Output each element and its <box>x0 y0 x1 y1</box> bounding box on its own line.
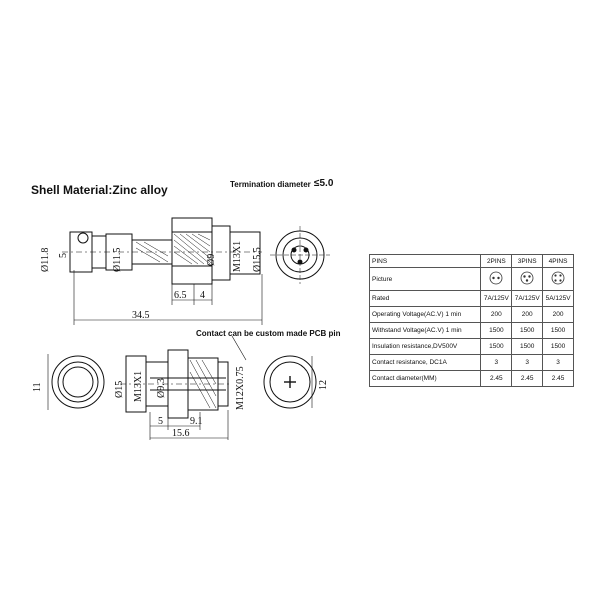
pins-header: PINS <box>368 254 482 268</box>
termination-diameter-value: ≤5.0 <box>314 178 334 189</box>
dim-top-d11-5: Ø11.5 <box>112 248 123 272</box>
dim-bot-d15: Ø15 <box>114 381 125 398</box>
dim-top-5: 5 <box>58 253 69 258</box>
dim-top-d11-8: Ø11.8 <box>40 248 51 272</box>
table-header-row: PINS 2PINS 3PINS 4PINS <box>368 254 574 268</box>
table-row: Operating Voltage(AC.V) 1 min 200 200 20… <box>368 306 574 323</box>
dim-bot-5: 5 <box>158 416 163 427</box>
dim-bot-15-6: 15.6 <box>172 428 190 439</box>
col-2pins: 2PINS <box>480 254 513 268</box>
dim-bot-d9-3: Ø9.3 <box>156 378 167 398</box>
table-row: Withstand Voltage(AC.V) 1 min 1500 1500 … <box>368 322 574 339</box>
dim-top-d15-5: Ø15.5 <box>252 247 263 272</box>
pcb-pin-note: Contact can be custom made PCB pin <box>196 329 341 338</box>
termination-diameter-label: Termination diameter <box>230 180 311 189</box>
col-4pins: 4PINS <box>542 254 574 268</box>
bottom-right-end-view <box>263 355 317 409</box>
pin-layout-4-icon <box>551 271 565 285</box>
top-connector-end-view <box>270 226 330 284</box>
shell-material-title: Shell Material:Zinc alloy <box>31 183 168 197</box>
dim-bot-12: 12 <box>318 380 329 390</box>
table-row: Contact diameter(MM) 2.45 2.45 2.45 <box>368 370 574 387</box>
dim-bot-11: 11 <box>32 382 43 392</box>
dim-top-4: 4 <box>200 290 205 301</box>
picture-row: Picture <box>368 267 574 291</box>
picture-label: Picture <box>368 267 482 291</box>
dim-top-6-5: 6.5 <box>174 290 187 301</box>
col-3pins: 3PINS <box>511 254 544 268</box>
pin-layout-2-icon <box>489 271 503 285</box>
table-row: Contact resistance, DC1A 3 3 3 <box>368 354 574 371</box>
table-row: Rated 7A/125V 7A/125V 5A/125V <box>368 290 574 307</box>
spec-table: PINS 2PINS 3PINS 4PINS Picture Rated 7A/… <box>368 254 574 387</box>
dim-top-d9: Ø9 <box>206 254 217 266</box>
dim-top-m13x1: M13X1 <box>232 241 243 272</box>
pin-layout-3-icon <box>520 271 534 285</box>
table-row: Insulation resistance,DV500V 1500 1500 1… <box>368 338 574 355</box>
bottom-socket-side-view <box>120 335 247 440</box>
dim-bot-m12x0-75: M12X0.75 <box>235 366 246 410</box>
knurl-hatching <box>135 233 211 265</box>
top-connector-side-view <box>62 217 263 325</box>
dim-bot-m13x1: M13X1 <box>133 371 144 402</box>
bottom-left-end-view <box>47 354 105 410</box>
dim-top-34-5: 34.5 <box>132 310 150 321</box>
dim-bot-9-1: 9.1 <box>190 416 203 427</box>
